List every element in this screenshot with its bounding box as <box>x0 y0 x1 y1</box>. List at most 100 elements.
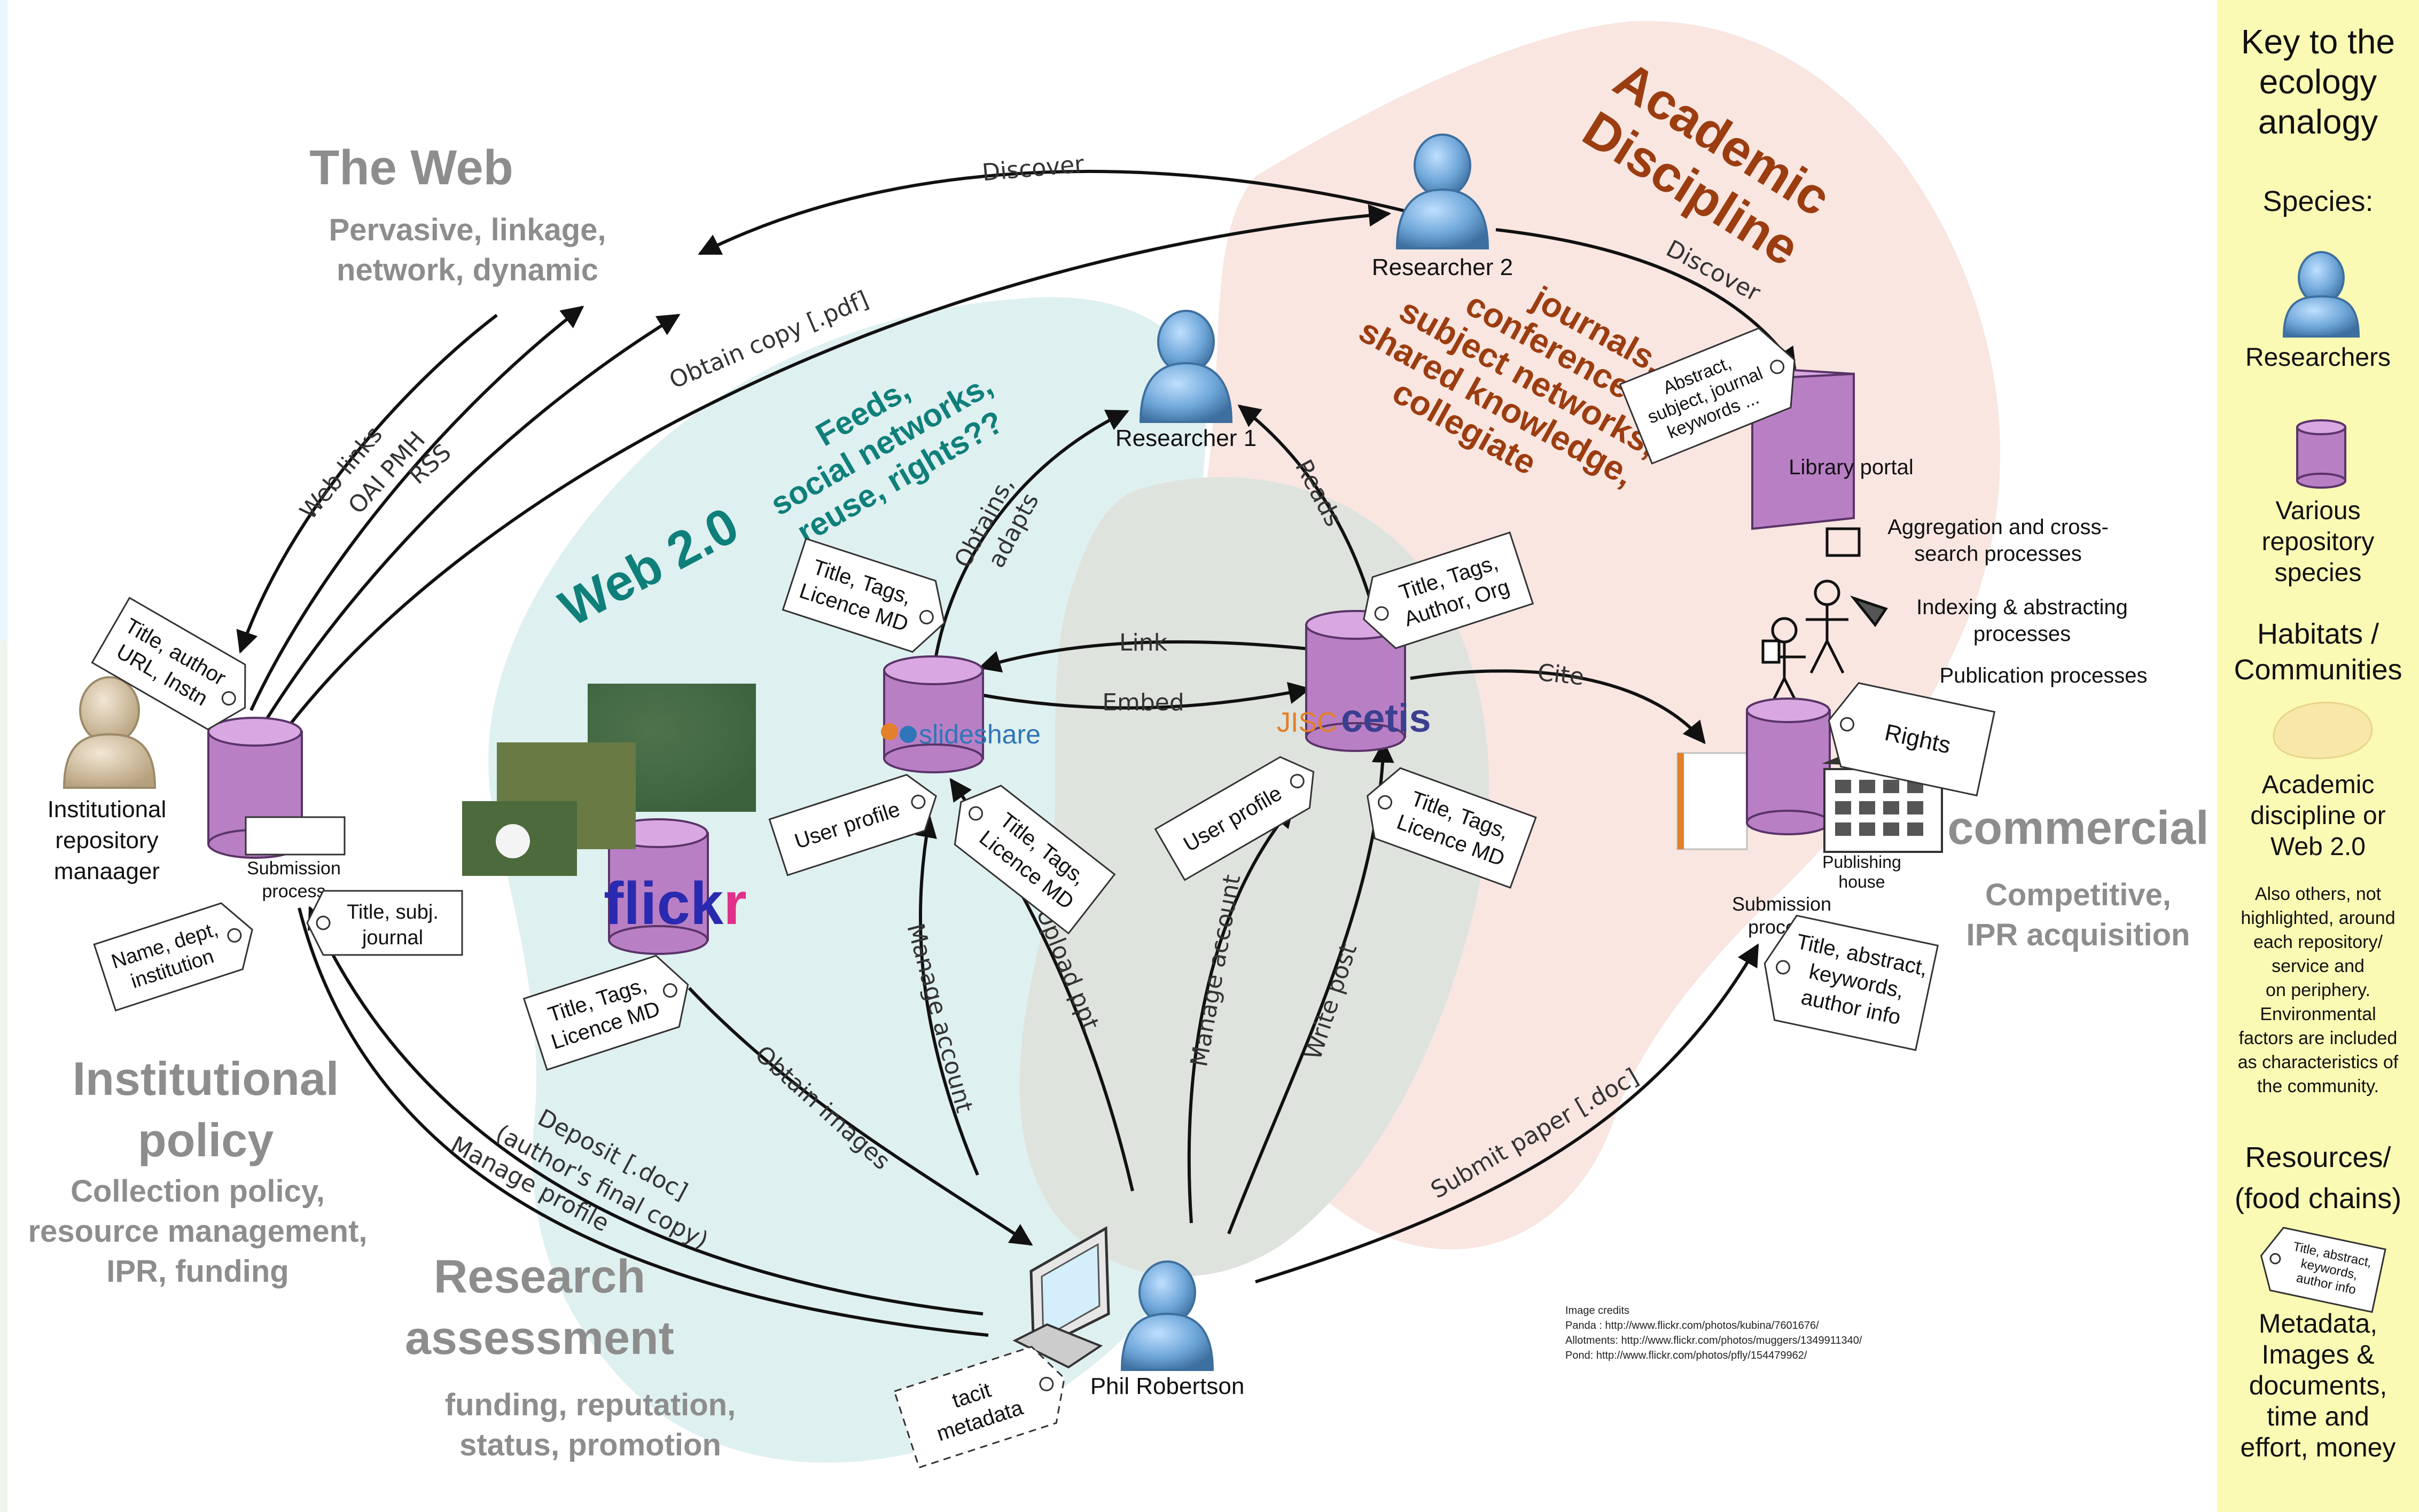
institutional-title-1: Institutional <box>73 1052 339 1105</box>
image-credits: Image credits Panda : http://www.flickr.… <box>1565 1303 1862 1363</box>
cetis-repository-cylinder <box>1305 610 1406 752</box>
slideshare-repository-cylinder <box>883 655 984 773</box>
key-metadata-1: Metadata, <box>2259 1309 2377 1338</box>
web-subtitle-1: Pervasive, linkage, <box>329 213 606 247</box>
arrow-cite <box>1410 669 1706 745</box>
key-repository-cylinder <box>2296 419 2346 489</box>
key-resources-2: (food chains) <box>2235 1182 2401 1215</box>
key-note-2: highlighted, around <box>2241 908 2395 928</box>
key-habitats-2: Communities <box>2234 654 2402 686</box>
research-title-2: assessment <box>405 1311 674 1364</box>
key-note-4: service and <box>2272 956 2365 976</box>
key-note-1: Also others, not <box>2255 884 2382 904</box>
key-note-8: as characteristics of <box>2238 1052 2399 1072</box>
key-repo-3: species <box>2275 559 2362 587</box>
label-embed: Embed <box>1102 689 1184 716</box>
journal-page-image <box>1676 752 1748 850</box>
label-cite: Cite <box>1536 659 1585 691</box>
research-line-1: funding, reputation, <box>445 1388 736 1422</box>
flickr-logo-pink: r <box>723 870 747 937</box>
commercial-line-2: IPR acquisition <box>1967 918 2190 952</box>
submission-label-2: process <box>262 881 325 902</box>
phil-person-icon <box>1120 1260 1214 1371</box>
web-title: The Web <box>309 140 513 195</box>
key-metadata-4: time and <box>2267 1401 2369 1431</box>
submission-desk <box>245 816 346 856</box>
arrow-reads <box>1237 404 1375 609</box>
publisher-repository-cylinder <box>1746 698 1831 835</box>
library-portal-label: Library portal <box>1789 456 1913 479</box>
institutional-line-1: Collection policy, <box>71 1174 325 1209</box>
institutional-line-3: IPR, funding <box>106 1254 289 1289</box>
left-edge-strip-lower <box>0 641 7 1512</box>
key-habitat-desc-3: Web 2.0 <box>2270 833 2366 861</box>
key-title-2: ecology <box>2259 62 2377 101</box>
tag-title-subj-line2: journal <box>362 927 423 949</box>
commercial-title: commercial <box>1947 801 2209 854</box>
slideshare-logo-icon <box>881 723 917 743</box>
cetis-prefix: JISC <box>1277 707 1337 738</box>
credits-heading: Image credits <box>1565 1305 1630 1317</box>
key-resources-1: Resources/ <box>2245 1141 2391 1173</box>
key-habitats-1: Habitats / <box>2257 618 2379 650</box>
phil-label: Phil Robertson <box>1090 1373 1245 1399</box>
cetis-logo-text: cetis <box>1341 696 1431 740</box>
manager-label-1: Institutional <box>48 796 167 822</box>
tag-name-dept: Name, dept, institution <box>93 902 253 1012</box>
flickr-logo-blue: flick <box>604 870 724 937</box>
indexing-label-1: Indexing & abstracting <box>1916 596 2128 619</box>
arrow-oai <box>249 305 584 711</box>
key-title-1: Key to the <box>2241 22 2395 61</box>
web-subtitle-2: network, dynamic <box>337 253 598 287</box>
researcher1-label: Researcher 1 <box>1115 425 1257 451</box>
arrow-obtain-copy <box>287 204 1392 727</box>
manager-label-3: manaager <box>54 858 160 884</box>
arrow-submit-paper <box>1255 943 1759 1283</box>
key-metadata-5: effort, money <box>2241 1432 2396 1462</box>
key-note-7: factors are included <box>2239 1028 2398 1048</box>
key-note-3: each repository/ <box>2253 932 2383 952</box>
tag-user-profile-left: User profile <box>768 773 937 876</box>
research-line-2: status, promotion <box>459 1428 721 1462</box>
publishing-label-1: Publishing <box>1822 852 1901 872</box>
key-repo-2: repository <box>2262 528 2375 556</box>
key-note-9: the community. <box>2257 1076 2379 1096</box>
key-researcher-person-icon <box>2282 251 2360 338</box>
key-habitat-blob <box>2273 701 2373 759</box>
arrow-deposit <box>308 906 984 1315</box>
tag-title-subj: Title, subj. journal <box>306 890 463 956</box>
arrow-manage-account-right <box>1187 804 1294 1224</box>
commercial-line-1: Competitive, <box>1985 878 2171 912</box>
researcher2-person-icon <box>1395 134 1489 249</box>
key-repo-1: Various <box>2275 497 2360 525</box>
aggregation-label-1: Aggregation and cross- <box>1887 515 2109 539</box>
indexing-label-2: processes <box>1973 622 2071 646</box>
flickr-logo: flickr <box>604 870 747 937</box>
process-workers-icon <box>1761 527 1888 711</box>
tag-cetis-md2: Title, Tags, Licence MD <box>1367 767 1537 889</box>
left-edge-strip <box>0 0 7 641</box>
research-title-1: Research <box>434 1250 645 1303</box>
journal-page-edge <box>1677 753 1684 849</box>
arrow-obtain-images <box>688 986 1033 1246</box>
key-tag-sample: Title, abstract, keywords, author info <box>2260 1226 2386 1313</box>
credits-panda: Panda : http://www.flickr.com/photos/kub… <box>1565 1320 1819 1331</box>
arrow-discover-main <box>698 169 1406 255</box>
key-contents: Key to the ecology analogy Species: Rese… <box>2234 22 2402 1462</box>
arrow-web-links <box>236 314 498 654</box>
arrow-embed <box>977 681 1312 710</box>
arrow-manage-profile-line <box>298 907 989 1337</box>
publishing-label-2: house <box>1838 872 1885 891</box>
slideshare-logo-text: slideshare <box>919 719 1041 749</box>
researcher2-label: Researcher 2 <box>1372 254 1513 280</box>
institutional-line-2: resource management, <box>28 1214 367 1249</box>
aggregation-label-2: search processes <box>1914 542 2081 566</box>
manager-label-2: repository <box>55 827 158 853</box>
label-discover-top: Discover <box>981 151 1086 187</box>
publication-label: Publication processes <box>1939 664 2147 687</box>
panda-face <box>496 824 530 858</box>
submission-label-1: Submission <box>247 858 341 879</box>
key-researchers: Researchers <box>2245 343 2391 372</box>
tag-tacit-metadata: tacit metadata <box>893 1345 1065 1469</box>
tag-title-subj-line1: Title, subj. <box>347 901 439 923</box>
